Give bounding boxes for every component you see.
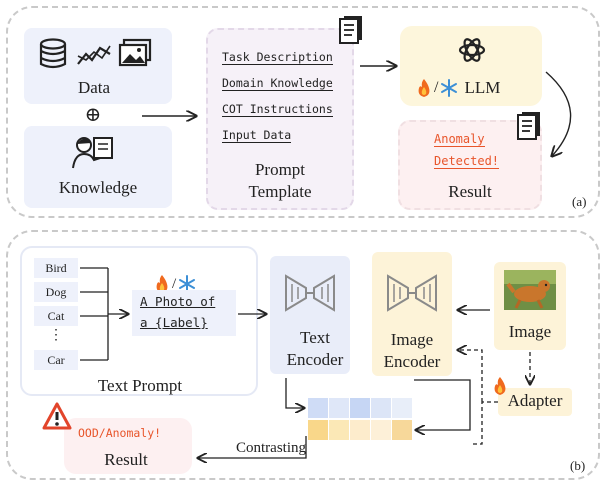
- plus-symbol: ⊕: [84, 104, 102, 126]
- text-encoder-label-2: Encoder: [286, 350, 344, 369]
- llm-slash: /: [434, 79, 439, 96]
- panel-b: [6, 230, 600, 480]
- anomaly-text-1: Anomaly: [434, 132, 485, 147]
- snowflake-icon: [441, 79, 458, 97]
- encoder-icon: [285, 274, 335, 312]
- database-icon: [39, 38, 67, 69]
- result-label-b: Result: [104, 450, 148, 469]
- feature-cell: [350, 398, 370, 418]
- ood-text: OOD/Anomaly!: [78, 426, 162, 440]
- feature-cell: [371, 420, 391, 440]
- prompt-template-card: A Photo of a {Label}: [132, 290, 236, 336]
- llm-box: / LLM: [400, 26, 542, 106]
- prompt-item-task: Task Description: [222, 50, 333, 65]
- fire-icon: [494, 377, 506, 395]
- image-encoder-label-2: Encoder: [383, 352, 441, 371]
- prompt-template-box: Task Description Domain Knowledge COT In…: [206, 28, 354, 210]
- class-dog: Dog: [34, 282, 78, 302]
- panel-a-tag: (a): [572, 194, 587, 209]
- feature-cell: [308, 398, 328, 418]
- prompt-item-input: Input Data: [222, 128, 292, 143]
- line-chart-icon: [77, 45, 111, 65]
- text-feature-row: [308, 398, 412, 418]
- feature-matrix: [308, 398, 412, 442]
- feature-cell: [392, 420, 412, 440]
- text-prompt-label: Text Prompt: [97, 376, 183, 395]
- data-box: Data: [24, 28, 172, 104]
- prompt-item-domain: Domain Knowledge: [222, 76, 333, 91]
- reading-person-icon: [72, 137, 113, 169]
- adapter-box: Adapter: [498, 388, 572, 416]
- openai-logo-icon: [458, 38, 486, 62]
- data-label: Data: [77, 78, 111, 97]
- result-box-b: OOD/Anomaly! Result: [64, 418, 192, 474]
- dog-photo: [504, 270, 556, 310]
- prompt-item-cot: COT Instructions: [222, 102, 333, 117]
- text-encoder-label-1: Text: [300, 328, 330, 347]
- template-flame-row: /: [154, 274, 196, 294]
- class-ellipsis: ⋮: [49, 328, 63, 343]
- class-cat: Cat: [34, 306, 78, 326]
- panel-b-tag: (b): [570, 458, 586, 473]
- prompt-label-2: Template: [248, 182, 312, 201]
- llm-row: / LLM: [416, 76, 500, 100]
- feature-cell: [350, 420, 370, 440]
- image-gallery-icon: [118, 38, 152, 67]
- document-icon-result: [517, 112, 540, 140]
- image-box: Image: [494, 262, 566, 350]
- knowledge-label: Knowledge: [58, 178, 138, 197]
- image-encoder-box: Image Encoder: [372, 252, 452, 376]
- anomaly-text-2: Detected!: [434, 154, 500, 169]
- fire-icon: [418, 79, 430, 97]
- template-line-1: A Photo of: [140, 294, 216, 309]
- text-encoder-box: Text Encoder: [270, 256, 350, 374]
- feature-cell: [392, 398, 412, 418]
- contrasting-label: Contrasting: [236, 440, 306, 456]
- encoder-icon: [387, 274, 437, 312]
- fire-icon: [156, 275, 168, 293]
- feature-cell: [329, 420, 349, 440]
- class-car: Car: [34, 350, 78, 370]
- class-bird: Bird: [34, 258, 78, 278]
- feature-cell: [329, 398, 349, 418]
- feature-cell: [371, 398, 391, 418]
- result-label-a: Result: [448, 182, 492, 201]
- template-slash: /: [172, 275, 177, 292]
- warning-icon: [42, 402, 72, 430]
- llm-label: LLM: [464, 78, 501, 97]
- image-feature-row: [308, 420, 412, 440]
- adapter-label: Adapter: [507, 391, 563, 410]
- knowledge-box: Knowledge: [24, 126, 172, 208]
- image-encoder-label-1: Image: [390, 330, 434, 349]
- feature-cell: [308, 420, 328, 440]
- snowflake-icon: [179, 275, 196, 293]
- prompt-label-1: Prompt: [254, 160, 306, 179]
- template-line-2: a {Label}: [140, 315, 208, 330]
- image-label: Image: [508, 322, 552, 341]
- document-icon-prompt: [339, 16, 362, 44]
- panel-a: [6, 6, 600, 218]
